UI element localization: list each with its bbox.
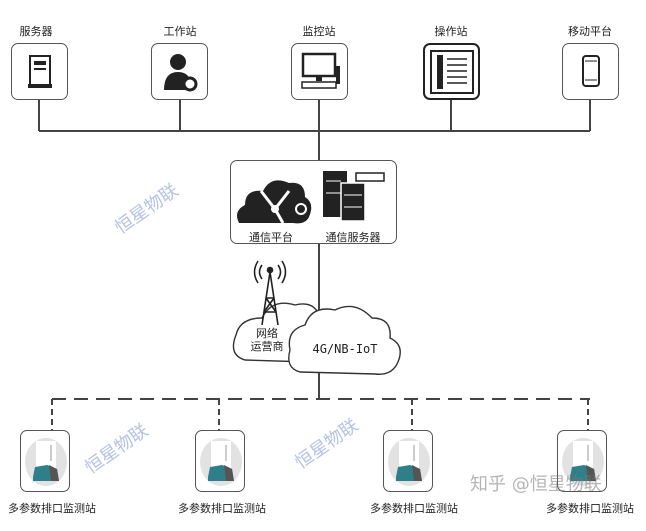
monitoring-station-node[interactable] bbox=[557, 430, 607, 492]
top-node-label: 操作站 bbox=[434, 25, 468, 38]
control-panel-icon bbox=[430, 50, 474, 94]
station-label: 多参数排口监测站 bbox=[8, 502, 96, 515]
monitoring-station-icon bbox=[388, 438, 430, 486]
user-gear-icon bbox=[164, 54, 198, 92]
4g-nbiot-label: 4G/NB-IoT bbox=[312, 342, 378, 356]
monitoring-station-node[interactable] bbox=[20, 430, 70, 492]
top-node-label: 移动平台 bbox=[568, 25, 612, 38]
comm-server-label: 通信服务器 bbox=[325, 231, 381, 244]
monitoring-station-node[interactable] bbox=[195, 430, 245, 492]
monitoring-station-node[interactable] bbox=[383, 430, 433, 492]
cloud-network-icon bbox=[237, 180, 312, 224]
server-node[interactable] bbox=[11, 43, 68, 100]
mobile-node[interactable] bbox=[562, 43, 619, 100]
monitoring-station-icon bbox=[562, 438, 604, 486]
platform-label: 通信平台 bbox=[249, 231, 293, 244]
operator-station-node[interactable] bbox=[423, 43, 480, 100]
monitoring-node[interactable] bbox=[291, 43, 348, 100]
monitoring-station-icon bbox=[25, 438, 67, 486]
station-label: 多参数排口监测站 bbox=[546, 502, 634, 515]
workstation-node[interactable] bbox=[151, 43, 208, 100]
server-icon bbox=[28, 55, 52, 88]
top-node-label: 监控站 bbox=[302, 25, 336, 38]
top-node-label: 服务器 bbox=[19, 25, 53, 38]
mobile-phone-icon bbox=[582, 55, 600, 87]
operator-line1: 网络 bbox=[256, 327, 278, 340]
communication-platform-box[interactable]: 通信平台 通信服务器 bbox=[230, 160, 397, 244]
desktop-computer-icon bbox=[301, 52, 340, 89]
station-label: 多参数排口监测站 bbox=[178, 502, 266, 515]
operator-line2: 运营商 bbox=[250, 340, 284, 353]
monitoring-station-icon bbox=[200, 438, 242, 486]
tower-icon bbox=[253, 260, 287, 326]
station-label: 多参数排口监测站 bbox=[370, 502, 458, 515]
4g-cloud bbox=[288, 305, 401, 375]
server-rack-icon bbox=[323, 171, 385, 222]
zhihu-watermark: 知乎 @恒星物联 bbox=[470, 474, 602, 495]
top-node-label: 工作站 bbox=[163, 25, 197, 38]
operator-label: 网络运营商 bbox=[251, 327, 284, 353]
